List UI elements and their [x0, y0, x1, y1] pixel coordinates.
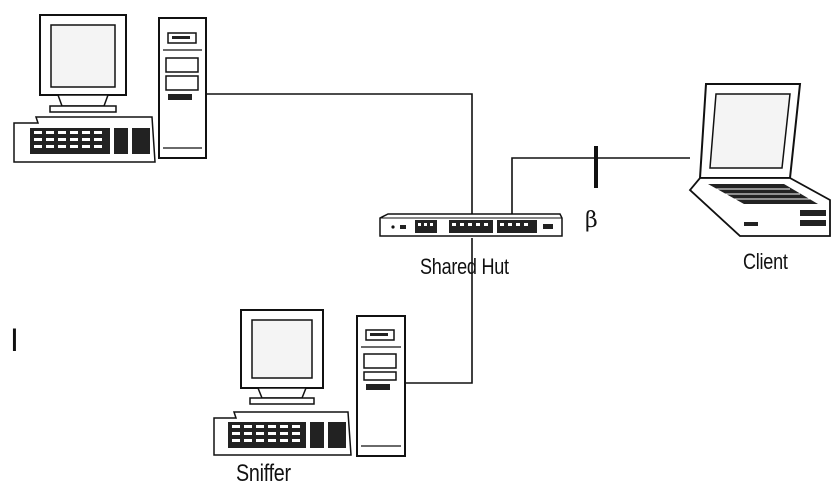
client-laptop-icon	[690, 84, 830, 236]
top-computer-icon	[14, 15, 206, 162]
sniffer-label: Sniffer	[236, 460, 291, 488]
client-label: Client	[743, 249, 788, 275]
tap-symbol-label: β	[585, 208, 597, 233]
sniffer-computer-icon	[214, 310, 405, 456]
hub-label: Shared Hut	[420, 254, 509, 280]
side-mark: I	[10, 322, 19, 359]
link-top-pc-to-hub	[206, 94, 472, 216]
hub-icon	[380, 214, 562, 236]
link-hub-to-client	[512, 158, 690, 216]
